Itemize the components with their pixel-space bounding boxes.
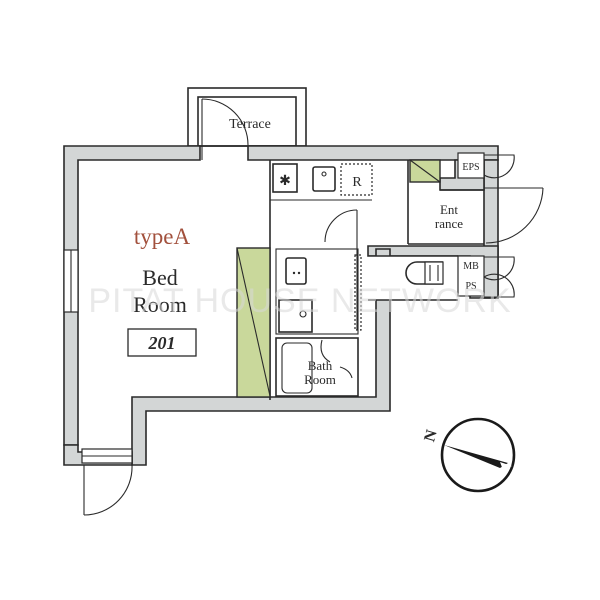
compass-icon: N bbox=[421, 417, 516, 493]
stove-icon: ✱ bbox=[279, 174, 291, 189]
bath-label-2: Room bbox=[304, 372, 336, 387]
ps-label: PS bbox=[465, 281, 476, 292]
terrace: Terrace bbox=[187, 87, 307, 160]
closet bbox=[236, 247, 271, 398]
eps: EPS bbox=[457, 152, 515, 179]
left-window bbox=[63, 249, 79, 313]
eps-label: EPS bbox=[462, 162, 479, 173]
bedroom: typeA Bed Room 201 bbox=[127, 224, 197, 357]
room-number: 201 bbox=[148, 333, 176, 353]
entrance-label-2: rance bbox=[435, 216, 463, 231]
terrace-label: Terrace bbox=[229, 117, 271, 132]
compass-north-label: N bbox=[421, 428, 441, 444]
toilet bbox=[368, 255, 458, 301]
fridge-label: R bbox=[352, 175, 362, 190]
bath-label-1: Bath bbox=[308, 358, 333, 373]
mb-label: MB bbox=[463, 261, 479, 272]
bedroom-label-1: Bed bbox=[142, 265, 177, 290]
entrance: Ent rance bbox=[408, 159, 544, 245]
washroom bbox=[275, 248, 362, 335]
mb-ps: MB PS bbox=[457, 255, 515, 298]
bathroom: Bath Room bbox=[275, 337, 359, 397]
bedroom-label-2: Room bbox=[133, 292, 187, 317]
entrance-label-1: Ent bbox=[440, 202, 458, 217]
balcony-door[interactable] bbox=[81, 448, 133, 516]
type-label: typeA bbox=[134, 224, 191, 249]
watermark: PITAT HOUSE NETWORK bbox=[88, 282, 511, 320]
